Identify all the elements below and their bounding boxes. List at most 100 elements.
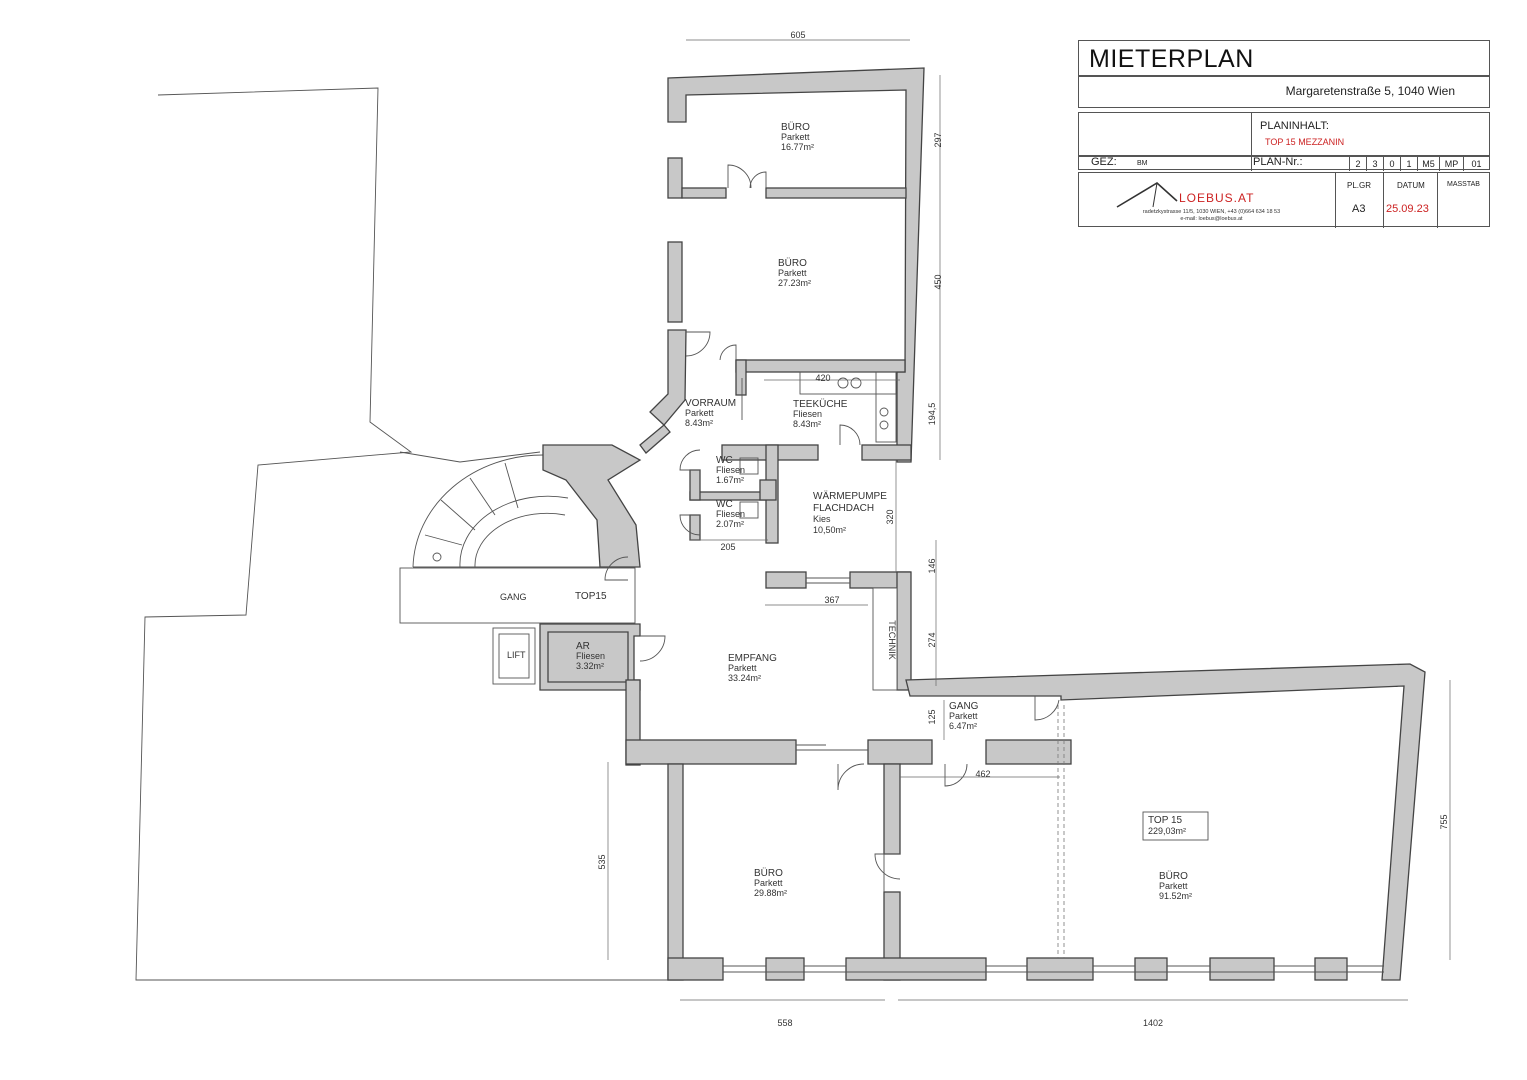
technik-shaft xyxy=(872,587,898,691)
svg-text:Parkett: Parkett xyxy=(781,132,810,142)
wall-lower-south-6 xyxy=(1209,957,1275,981)
plan-nr-label: PLAN-Nr.: xyxy=(1253,156,1303,168)
wall-lower-south-3 xyxy=(845,957,987,981)
gez-cell: GEZ: BM PLAN-Nr.: 2 3 0 1 M5 MP 01 xyxy=(1078,156,1490,171)
unit-label-box xyxy=(1142,811,1209,841)
svg-text:Fliesen: Fliesen xyxy=(576,651,605,661)
wall-lower-west xyxy=(667,763,684,981)
room-wc-1: WC Fliesen 1.67m² xyxy=(716,455,745,485)
dim-605: 605 xyxy=(790,30,805,40)
svg-text:WC: WC xyxy=(716,455,733,466)
planinhalt-value: TOP 15 MEZZANIN xyxy=(1265,137,1345,147)
doors xyxy=(604,164,1060,892)
title-block: MIETERPLAN Margaretenstraße 5, 1040 Wien… xyxy=(1078,40,1490,228)
dim-367: 367 xyxy=(824,595,839,605)
wall-lower-south-1 xyxy=(667,957,724,981)
svg-text:10,50m²: 10,50m² xyxy=(813,525,846,535)
plan-nr-part: 0 xyxy=(1383,157,1400,171)
stair-core-wall xyxy=(542,444,642,568)
svg-text:Fliesen: Fliesen xyxy=(716,465,745,475)
wall-empfang-south-1 xyxy=(625,739,797,765)
title-cell: MIETERPLAN xyxy=(1078,40,1490,76)
room-ar: AR Fliesen 3.32m² xyxy=(576,641,605,671)
svg-text:33.24m²: 33.24m² xyxy=(728,673,761,683)
svg-text:27.23m²: 27.23m² xyxy=(778,278,811,288)
room-buero-3: BÜRO Parkett 29.88m² xyxy=(754,867,787,898)
plan-nr-part: 2 xyxy=(1349,157,1366,171)
svg-text:1.67m²: 1.67m² xyxy=(716,475,744,485)
plan-nr-part: 3 xyxy=(1366,157,1383,171)
wall-buero-divider xyxy=(681,187,727,199)
plan-nr-part: MP xyxy=(1439,157,1463,171)
svg-text:Parkett: Parkett xyxy=(1159,881,1188,891)
wall-lower-south-4 xyxy=(1026,957,1094,981)
svg-text:Fliesen: Fliesen xyxy=(716,509,745,519)
room-labels: BÜRO Parkett 16.77m² BÜRO Parkett 27.23m… xyxy=(500,121,1209,901)
svg-text:WC: WC xyxy=(716,499,733,510)
svg-text:GANG: GANG xyxy=(949,701,979,712)
staircase xyxy=(412,454,640,568)
dim-194-5: 194,5 xyxy=(927,403,937,426)
wall-window-pier-1 xyxy=(667,157,683,199)
svg-text:Parkett: Parkett xyxy=(728,663,757,673)
company-cell: LOEBUS.AT radetzkystrasse 11/5, 1030 WIE… xyxy=(1078,172,1490,228)
gez-label: GEZ: xyxy=(1091,156,1117,168)
dim-420: 420 xyxy=(815,373,830,383)
plan-address: Margaretenstraße 5, 1040 Wien xyxy=(1285,84,1455,98)
wall-technik-east xyxy=(896,571,912,691)
wall-wc-west-1 xyxy=(689,469,701,501)
svg-text:8.43m²: 8.43m² xyxy=(685,418,713,428)
neighbour-outline xyxy=(135,87,668,981)
wall-vorraum-west xyxy=(649,329,687,426)
plan-title: MIETERPLAN xyxy=(1089,45,1254,73)
wall-wc-west-2 xyxy=(689,514,701,541)
datum-label: DATUM xyxy=(1397,181,1425,190)
plan-nr-part: 1 xyxy=(1400,157,1417,171)
label-technik: TECHNIK xyxy=(887,620,897,660)
plan-nr-part: M5 xyxy=(1417,157,1439,171)
svg-text:Parkett: Parkett xyxy=(754,878,783,888)
dim-1402: 1402 xyxy=(1143,1018,1163,1028)
svg-text:29.88m²: 29.88m² xyxy=(754,888,787,898)
svg-text:BÜRO: BÜRO xyxy=(754,867,783,879)
room-buero-2: BÜRO Parkett 27.23m² xyxy=(778,257,811,288)
dim-450: 450 xyxy=(933,274,943,289)
dim-146: 146 xyxy=(927,558,937,573)
svg-text:6.47m²: 6.47m² xyxy=(949,721,977,731)
dimension-texts: 605 297 450 194,5 420 320 205 146 367 27… xyxy=(597,30,1449,1028)
planinhalt-label: PLANINHALT: xyxy=(1260,120,1329,132)
lift-shaft xyxy=(492,627,536,685)
wall-kitchen-north xyxy=(735,359,906,373)
company-contact: radetzkystrasse 11/5, 1030 WIEN, +43 (0)… xyxy=(1142,209,1281,222)
plgr-label: PL.GR xyxy=(1347,181,1372,190)
svg-text:3.32m²: 3.32m² xyxy=(576,661,604,671)
neighbour-outline-2 xyxy=(399,451,541,463)
dim-535: 535 xyxy=(597,854,607,869)
dim-125: 125 xyxy=(927,709,937,724)
label-gang-corridor: GANG xyxy=(500,592,527,602)
svg-text:BÜRO: BÜRO xyxy=(778,257,807,269)
company-logo-icon xyxy=(1116,182,1178,208)
kitchen-fittings xyxy=(739,371,897,519)
dim-297: 297 xyxy=(933,132,943,147)
dim-320: 320 xyxy=(885,509,895,524)
svg-text:16.77m²: 16.77m² xyxy=(781,142,814,152)
planinhalt-cell: PLANINHALT: TOP 15 MEZZANIN xyxy=(1078,112,1490,157)
svg-text:2.07m²: 2.07m² xyxy=(716,519,744,529)
room-empfang: EMPFANG Parkett 33.24m² xyxy=(728,653,777,683)
masstab-label: MASSTAB xyxy=(1447,181,1480,188)
wall-wc-shaft xyxy=(759,479,777,501)
wall-gang-south xyxy=(985,739,1072,765)
east-wing-outer-wall xyxy=(905,663,1426,981)
wall-empfang-south-2 xyxy=(867,739,933,765)
svg-text:BÜRO: BÜRO xyxy=(1159,870,1188,882)
datum-value: 25.09.23 xyxy=(1386,203,1429,215)
svg-text:AR: AR xyxy=(576,641,590,652)
address-cell: Margaretenstraße 5, 1040 Wien xyxy=(1078,76,1490,108)
svg-text:Parkett: Parkett xyxy=(685,408,714,418)
plgr-value: A3 xyxy=(1352,203,1366,215)
lift-cabin xyxy=(498,633,530,679)
room-buero-1: BÜRO Parkett 16.77m² xyxy=(781,121,814,152)
svg-text:8.43m²: 8.43m² xyxy=(793,419,821,429)
